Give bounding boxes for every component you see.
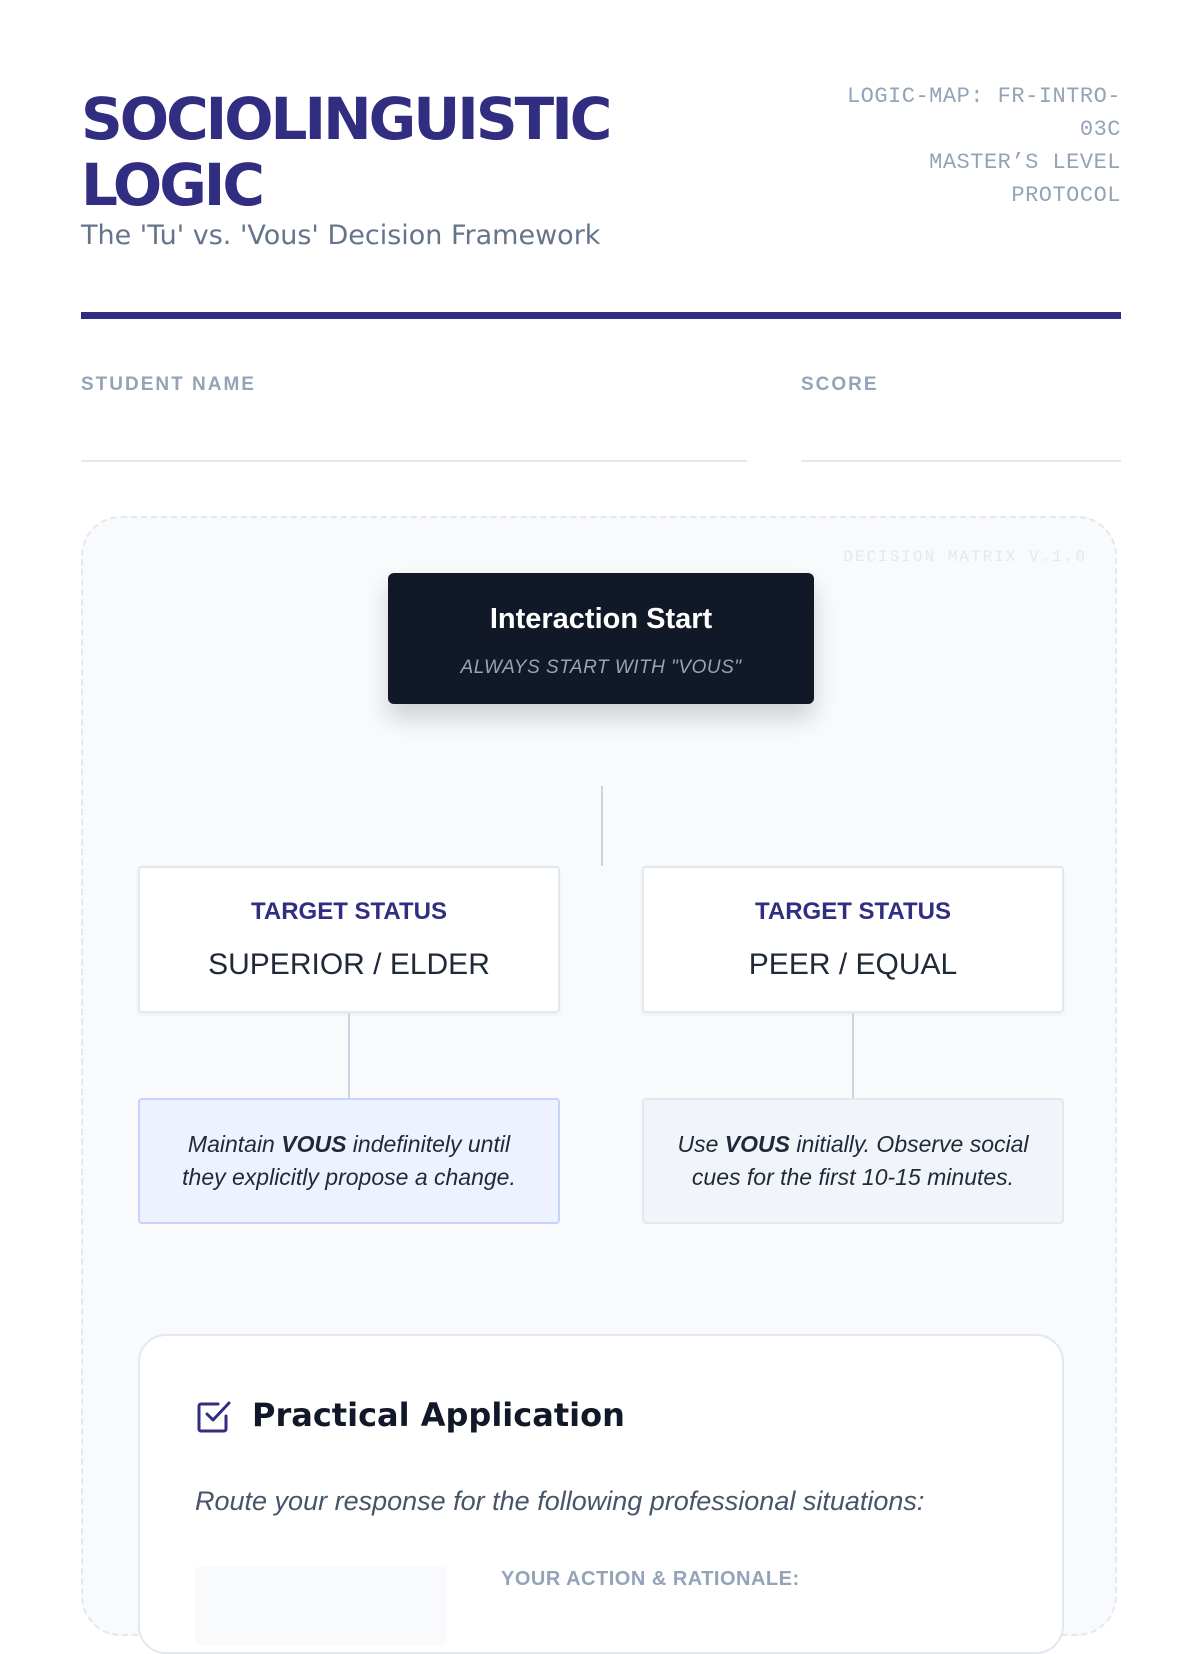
- status-value: PEER / EQUAL: [748, 948, 958, 981]
- document-meta: LOGIC-MAP: FR-INTRO-03C MASTER’S LEVEL P…: [821, 80, 1121, 212]
- student-name-label: STUDENT NAME: [81, 374, 256, 395]
- interaction-start-node: Interaction Start ALWAYS START WITH "VOU…: [388, 573, 814, 704]
- practical-instructions: Route your response for the following pr…: [195, 1486, 925, 1516]
- superior-connector: [348, 1013, 350, 1098]
- status-node-superior: TARGET STATUS SUPERIOR / ELDER: [138, 866, 560, 1013]
- header-divider: [81, 312, 1121, 319]
- scenario-card: [195, 1566, 447, 1646]
- start-node-subtitle: ALWAYS START WITH "VOUS": [460, 657, 742, 678]
- checkbox-icon: [197, 1401, 231, 1433]
- decision-matrix: DECISION MATRIX V.1.0 Interaction Start …: [81, 516, 1117, 1654]
- advice-text: Use: [677, 1131, 725, 1157]
- matrix-version-tag: DECISION MATRIX V.1.0: [843, 548, 1087, 566]
- advice-emphasis: VOUS: [724, 1131, 790, 1157]
- status-kicker: TARGET STATUS: [251, 898, 447, 925]
- advice-text: Maintain: [187, 1131, 282, 1157]
- peer-connector: [852, 1013, 854, 1098]
- status-node-peer: TARGET STATUS PEER / EQUAL: [642, 866, 1064, 1013]
- page-subtitle: The 'Tu' vs. 'Vous' Decision Framework: [81, 220, 601, 251]
- advice-text: initially. Observe social cues for the f…: [691, 1131, 1029, 1190]
- page-title: SOCIOLINGUISTIC LOGIC: [81, 85, 612, 219]
- status-value: SUPERIOR / ELDER: [208, 948, 490, 981]
- student-name-field[interactable]: [81, 460, 747, 462]
- advice-superior: Maintain VOUS indefinitely until they ex…: [138, 1098, 560, 1224]
- start-connector: [601, 786, 603, 866]
- protocol-level: MASTER’S LEVEL PROTOCOL: [929, 150, 1121, 208]
- start-node-title: Interaction Start: [489, 603, 713, 635]
- advice-text: indefinitely until they explicitly propo…: [182, 1131, 516, 1190]
- action-rationale-label: YOUR ACTION & RATIONALE:: [501, 1568, 800, 1590]
- advice-peer: Use VOUS initially. Observe social cues …: [642, 1098, 1064, 1224]
- logic-map-code: LOGIC-MAP: FR-INTRO-03C: [846, 84, 1121, 142]
- worksheet-header: SOCIOLINGUISTIC LOGIC The 'Tu' vs. 'Vous…: [81, 80, 1121, 260]
- practical-title: Practical Application: [252, 1396, 625, 1434]
- practical-application-card: Practical Application Route your respons…: [138, 1334, 1064, 1654]
- score-field[interactable]: [801, 460, 1121, 462]
- score-label: SCORE: [801, 374, 879, 395]
- status-kicker: TARGET STATUS: [755, 898, 951, 925]
- advice-emphasis: VOUS: [281, 1131, 347, 1157]
